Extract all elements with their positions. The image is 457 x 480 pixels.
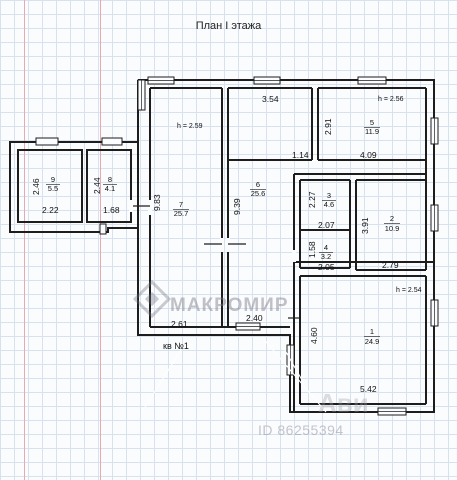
dim-354: 3.54 [262, 94, 279, 104]
dimension-labels: 3.54 2.91 1.14 4.09 2.27 2.07 3.91 1.58 … [31, 94, 399, 394]
room-number: 1 [370, 327, 374, 336]
room-area: 4.6 [324, 200, 334, 209]
paper-margin-line-right [100, 0, 101, 480]
room-area: 10.9 [385, 224, 400, 233]
ceiling-height-label: h = 2.54 [396, 287, 422, 294]
dim-409: 4.09 [360, 150, 377, 160]
entrance-lines [141, 336, 327, 413]
room-area: 11.9 [365, 127, 379, 136]
dim-246: 2.46 [31, 178, 41, 195]
makromir-watermark: МАКРОМИР [170, 295, 289, 316]
door-openings [129, 200, 296, 262]
dim-222: 2.22 [42, 205, 59, 215]
room-area: 5.5 [48, 184, 58, 193]
dim-261: 2.61 [171, 319, 188, 329]
room-area: 25.6 [251, 189, 266, 198]
room-labels: 1 24.9 2 10.9 3 4.6 4 3.2 5 11.9 6 25.6 … [46, 118, 400, 346]
dim-391: 3.91 [360, 217, 370, 234]
room-number: 6 [256, 180, 260, 189]
apartment-label: кв №1 [163, 341, 189, 351]
dim-205: 2.05 [318, 262, 335, 272]
room-number: 4 [324, 243, 328, 252]
dim-939: 9.39 [232, 198, 242, 215]
dim-207: 2.07 [318, 220, 335, 230]
room-number: 3 [327, 191, 331, 200]
dim-542: 5.42 [360, 384, 377, 394]
dim-460: 4.60 [309, 327, 319, 344]
dim-240: 2.40 [246, 313, 263, 323]
listing-id-watermark: ID 86255394 [258, 422, 344, 438]
dim-244: 2.44 [92, 177, 102, 194]
ceiling-height-label: h = 2.59 [177, 123, 203, 130]
room-area: 4.1 [105, 184, 115, 193]
room-number: 9 [51, 175, 55, 184]
makromir-logo-icon [132, 279, 172, 319]
dim-227: 2.27 [307, 191, 317, 208]
dim-114: 1.14 [292, 150, 309, 160]
dim-158: 1.58 [307, 241, 317, 258]
dim-291: 2.91 [323, 118, 333, 135]
plan-title: План I этажа [195, 20, 262, 32]
room-number: 8 [108, 175, 112, 184]
room-number: 7 [179, 200, 183, 209]
door-marks [133, 205, 300, 319]
window-glazing [141, 80, 435, 412]
walls [9, 79, 435, 413]
dim-279: 2.79 [382, 260, 399, 270]
room-area: 25.7 [174, 209, 189, 218]
room-area: 24.9 [365, 337, 380, 346]
room-number: 5 [370, 118, 374, 127]
room-number: 2 [390, 214, 394, 223]
ceiling-height-label: h = 2.56 [378, 96, 404, 103]
dim-983: 9.83 [152, 194, 162, 211]
room-area: 3.2 [321, 252, 331, 261]
avito-watermark: Ави [318, 388, 369, 418]
dim-168: 1.68 [103, 205, 120, 215]
ceiling-height-labels: h = 2.59 h = 2.56 h = 2.54 [177, 96, 422, 294]
paper-margin-line-left [24, 0, 25, 480]
